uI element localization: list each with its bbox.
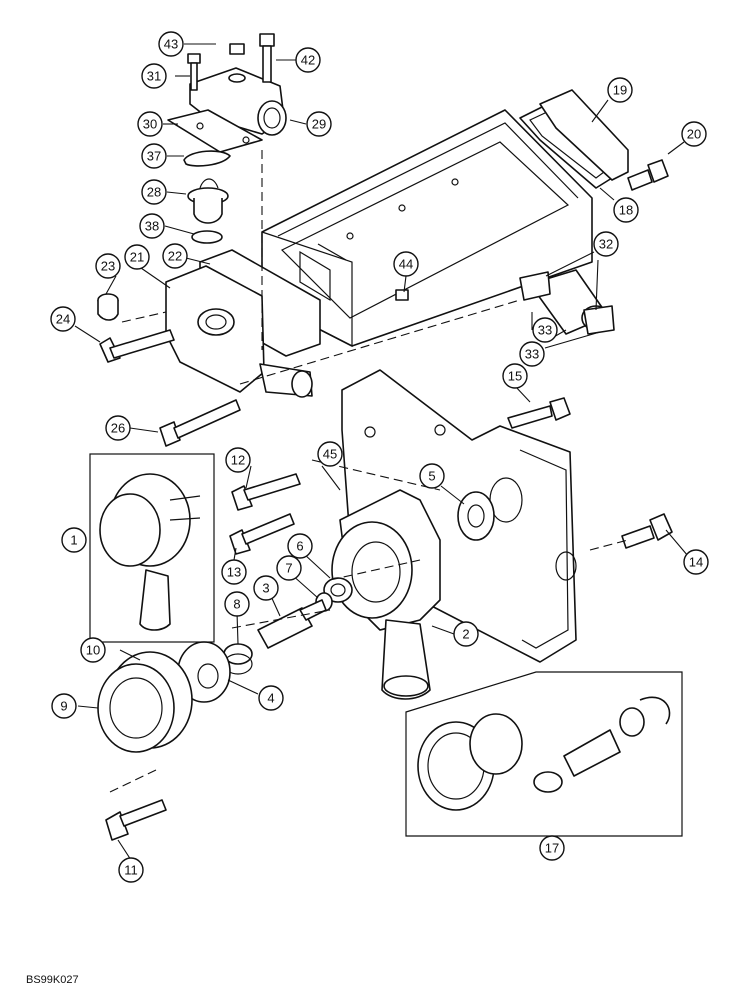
callout-28: 29 [306, 111, 332, 137]
callout-label: 21 [130, 250, 144, 265]
callout-label: 8 [233, 597, 240, 612]
callout-label: 44 [399, 257, 413, 272]
callout-26: 26 [105, 415, 131, 441]
plug-23 [97, 293, 119, 321]
callout-4: 4 [258, 685, 284, 711]
callout-19: 18 [613, 197, 639, 223]
callout-5: 5 [419, 463, 445, 489]
callout-32: 33 [532, 317, 558, 343]
callout-43: 43 [158, 31, 184, 57]
inset-complete-pump [89, 453, 215, 643]
thermostat-housing [167, 67, 287, 153]
callout-21: 21 [124, 244, 150, 270]
callout-11: 11 [118, 857, 144, 883]
callout-8: 8 [224, 591, 250, 617]
callout-label: 6 [296, 539, 303, 554]
callout-30: 31 [141, 63, 167, 89]
callout-45: 45 [317, 441, 343, 467]
callout-13: 13 [221, 559, 247, 585]
callout-20: 20 [681, 121, 707, 147]
callout-label: 20 [687, 127, 701, 142]
callout-label: 11 [124, 863, 138, 878]
bolt-11 [105, 799, 167, 841]
callout-label: 26 [111, 421, 125, 436]
callout-label: 42 [301, 53, 315, 68]
callout-label: 29 [312, 117, 326, 132]
callout-label: 22 [168, 249, 182, 264]
callout-42: 42 [295, 47, 321, 73]
callout-label: 33 [525, 347, 539, 362]
callout-33: 33 [519, 341, 545, 367]
callout-2: 2 [453, 621, 479, 647]
inset-repair-kit [405, 671, 683, 837]
callout-label: 1 [70, 533, 77, 548]
snap-ring-37 [183, 150, 231, 167]
callout-6: 6 [287, 533, 313, 559]
callout-12: 12 [225, 447, 251, 473]
callout-23: 23 [95, 253, 121, 279]
callout-label: 2 [462, 627, 469, 642]
callout-24: 24 [50, 306, 76, 332]
callout-label: 10 [86, 643, 100, 658]
callout-label: 23 [101, 259, 115, 274]
callout-label: 3 [262, 581, 269, 596]
callout-label: 14 [689, 555, 703, 570]
bypass-hose-32 [519, 269, 615, 335]
callout-label: 15 [508, 369, 522, 384]
pump-bolts [229, 473, 301, 555]
callout-label: 33 [538, 323, 552, 338]
water-outlet-21 [165, 265, 313, 398]
callout-label: 9 [60, 699, 67, 714]
callout-label: 30 [143, 117, 157, 132]
callout-1: 1 [61, 527, 87, 553]
callout-27: 28 [141, 179, 167, 205]
pump-cover-9 [97, 651, 193, 753]
callout-22: 22 [162, 243, 188, 269]
callout-17: 17 [539, 835, 565, 861]
callout-label: 7 [285, 561, 292, 576]
callout-label: 13 [227, 565, 241, 580]
callout-3: 3 [253, 575, 279, 601]
callout-label: 24 [56, 312, 70, 327]
o-ring-38 [191, 230, 223, 244]
callout-label: 4 [267, 691, 274, 706]
callout-label: 19 [613, 83, 627, 98]
callout-15: 15 [502, 363, 528, 389]
callout-14: 14 [683, 549, 709, 575]
thermostat-27 [187, 178, 229, 224]
callout-label: 43 [164, 37, 178, 52]
callout-label: 45 [323, 447, 337, 462]
callout-label: 32 [599, 237, 613, 252]
callout-9: 9 [51, 693, 77, 719]
callout-label: 17 [545, 841, 559, 856]
callout-29: 30 [137, 111, 163, 137]
callout-18: 19 [607, 77, 633, 103]
alignment-lines [109, 150, 629, 793]
bolt-26 [159, 399, 241, 447]
drive-gear-5 [457, 491, 495, 541]
bolt-14 [621, 513, 673, 549]
bolt-20 [627, 159, 669, 191]
callout-31: 32 [593, 231, 619, 257]
callout-label: 28 [147, 185, 161, 200]
callout-label: 12 [231, 453, 245, 468]
bolt-15 [507, 397, 571, 429]
callout-label: 38 [145, 219, 159, 234]
callout-10: 10 [80, 637, 106, 663]
cover-gasket [519, 89, 629, 189]
pump-shaft-3 [257, 599, 327, 649]
bolt-24 [99, 329, 175, 363]
housing-bolts [187, 33, 275, 91]
callout-7: 7 [276, 555, 302, 581]
callout-label: 31 [147, 69, 161, 84]
callout-label: 37 [147, 149, 161, 164]
figure-code: BS99K027 [26, 974, 79, 986]
callout-37: 37 [141, 143, 167, 169]
callout-38: 38 [139, 213, 165, 239]
plug-44 [395, 289, 409, 301]
callout-44: 44 [393, 251, 419, 277]
callout-label: 18 [619, 203, 633, 218]
callout-label: 5 [428, 469, 435, 484]
